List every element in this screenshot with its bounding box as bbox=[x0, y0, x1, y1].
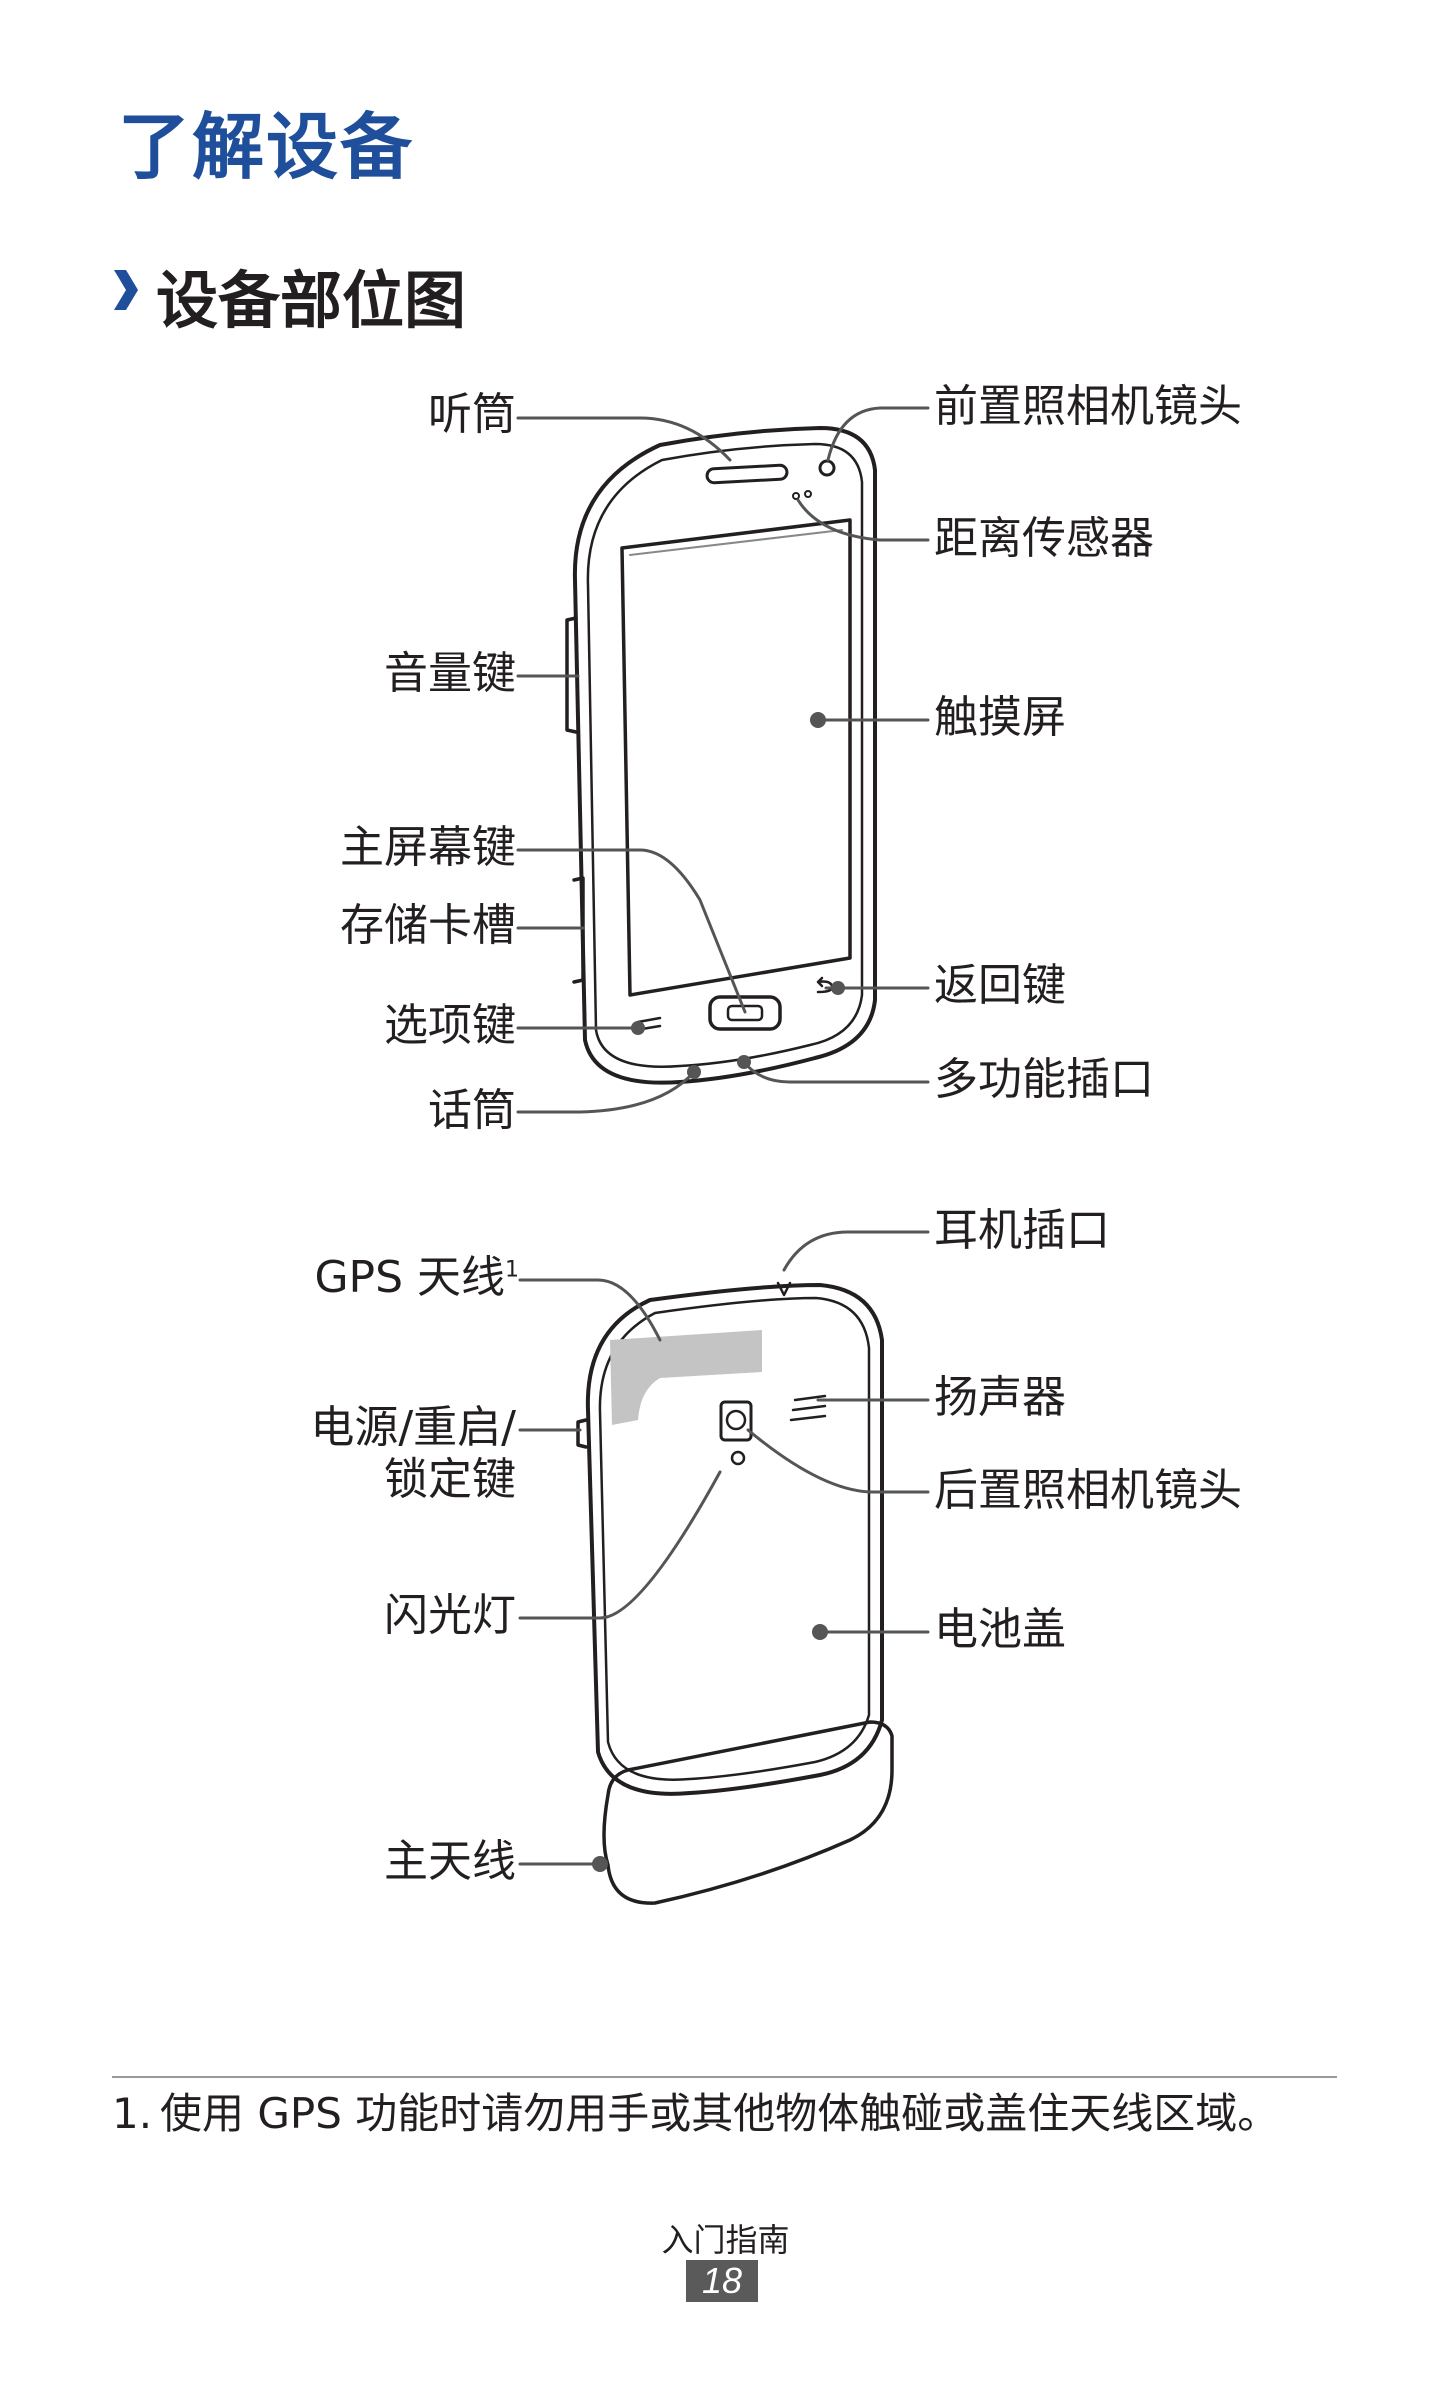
label-home-key: 主屏幕键 bbox=[340, 822, 516, 873]
label-main-antenna: 主天线 bbox=[384, 1836, 516, 1887]
label-option-key: 选项键 bbox=[384, 1000, 516, 1051]
footnote-text: 使用 GPS 功能时请勿用手或其他物体触碰或盖住天线区域。 bbox=[160, 2089, 1280, 2138]
label-power-key-line2: 锁定键 bbox=[384, 1454, 516, 1505]
label-flash: 闪光灯 bbox=[384, 1590, 516, 1641]
section-title: 设备部位图 bbox=[156, 264, 467, 337]
label-speaker: 扬声器 bbox=[934, 1372, 1066, 1423]
label-headset-jack: 耳机插口 bbox=[934, 1205, 1110, 1256]
label-microphone: 话筒 bbox=[428, 1085, 516, 1136]
label-earpiece: 听筒 bbox=[428, 389, 516, 440]
label-back-key: 返回键 bbox=[934, 960, 1066, 1011]
label-gps-antenna: GPS 天线1 bbox=[314, 1252, 519, 1304]
label-power-key: 电源/重启/ 锁定键 bbox=[310, 1402, 516, 1506]
footer-section-name: 入门指南 bbox=[661, 2221, 790, 2259]
chevron-right-icon bbox=[114, 270, 138, 310]
label-touchscreen: 触摸屏 bbox=[934, 692, 1066, 743]
footnote-marker: 1 bbox=[505, 1257, 519, 1283]
label-memory-card-slot: 存储卡槽 bbox=[340, 900, 516, 951]
phone-back-illustration bbox=[576, 1281, 894, 1905]
label-rear-camera: 后置照相机镜头 bbox=[934, 1465, 1242, 1516]
label-battery-cover: 电池盖 bbox=[934, 1604, 1066, 1655]
page-title: 了解设备 bbox=[118, 105, 415, 189]
label-volume-key: 音量键 bbox=[384, 648, 516, 699]
footnote-number: 1. bbox=[112, 2089, 153, 2138]
label-multifunction-jack: 多功能插口 bbox=[934, 1054, 1154, 1105]
page-number: 18 bbox=[686, 2260, 758, 2302]
footnote-divider bbox=[112, 2076, 1337, 2078]
label-proximity-sensor: 距离传感器 bbox=[934, 513, 1154, 564]
label-power-key-line1: 电源/重启/ bbox=[310, 1402, 516, 1453]
label-front-camera: 前置照相机镜头 bbox=[934, 381, 1242, 432]
label-gps-antenna-text: GPS 天线 bbox=[314, 1252, 505, 1303]
footnote: 1. 使用 GPS 功能时请勿用手或其他物体触碰或盖住天线区域。 bbox=[112, 2086, 1342, 2142]
